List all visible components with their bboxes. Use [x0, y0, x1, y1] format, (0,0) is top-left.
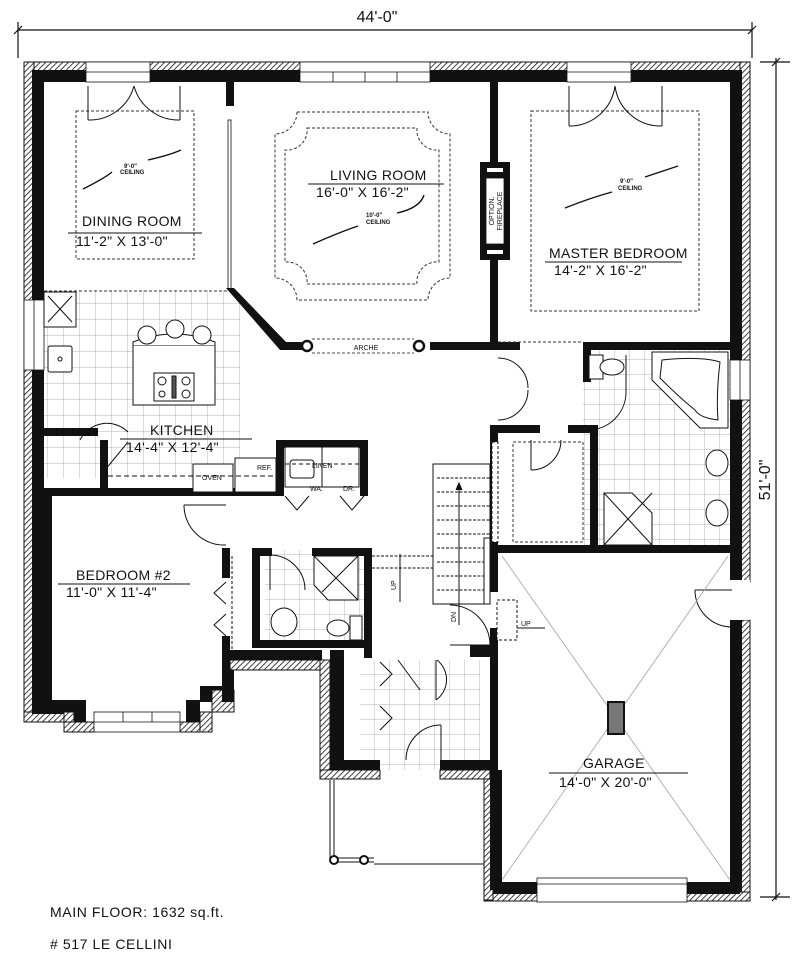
dining-room-size: 11'-2" X 13'-0" [76, 233, 168, 249]
windows [23, 61, 751, 903]
staircase [372, 463, 545, 641]
master-bedroom-size: 14'-2" X 16'-2" [554, 262, 647, 278]
ceiling-arrows [82, 149, 679, 245]
master-ceiling-height: 9'-0" [620, 179, 633, 185]
dryer-label: DR. [343, 486, 355, 493]
arche-columns [300, 339, 426, 353]
dining-room-label: DINING ROOM [82, 213, 182, 229]
width-dimension-line [13, 22, 757, 58]
living-ceiling-height: 10'-0" [366, 213, 382, 219]
front-porch [329, 780, 484, 865]
powder-room-fixtures [231, 555, 363, 650]
depth-dimension-line [760, 57, 790, 902]
dining-ceiling-height: 9'-0" [124, 164, 137, 170]
fireplace-label-line2: FIREPLACE [497, 191, 504, 230]
arche-label: ARCHE [354, 345, 379, 352]
master-ceiling-label: CEILING [618, 186, 643, 192]
dining-ceiling-label: CEILING [120, 170, 145, 176]
living-room-label: LIVING ROOM [330, 167, 427, 183]
kitchen-size: 14'-4" X 12'-4" [126, 439, 219, 455]
main-floor-area: MAIN FLOOR: 1632 sq.ft. [50, 904, 225, 920]
linen-label: LINEN [312, 463, 333, 470]
master-bath-fixtures [491, 351, 729, 546]
master-bedroom-label: MASTER BEDROOM [549, 245, 688, 261]
fireplace [480, 162, 510, 260]
kitchen-label: KITCHEN [150, 422, 214, 438]
ceiling-outlines [44, 110, 700, 543]
bedroom-2-label: BEDROOM #2 [76, 567, 171, 583]
bedroom-2-size: 11'-0" X 11'-4" [66, 584, 157, 600]
arche-dashed-lines [312, 338, 414, 354]
stair-down-label: DN [451, 612, 458, 622]
washer-label: WA. [310, 486, 323, 493]
oven-label: OVEN [202, 475, 222, 482]
door-swings [79, 85, 733, 761]
garage-label: GARAGE [583, 755, 645, 771]
garage-column [607, 701, 625, 735]
overall-depth-label: 51'-0" [757, 460, 774, 501]
garage-size: 14'-0" X 20'-0" [559, 774, 652, 790]
fireplace-label-line1: OPTION. [489, 197, 496, 226]
laundry-fixtures [284, 446, 360, 488]
overall-width-label: 44'-0" [357, 9, 398, 26]
plan-model-number: # 517 LE CELLINI [50, 936, 173, 952]
living-room-size: 16'-0" X 16'-2" [316, 184, 409, 200]
hall-up-label: UP [391, 580, 398, 590]
ref-label: REF. [257, 465, 272, 472]
garage-up-label: UP [521, 621, 531, 628]
kitchen-fixtures [43, 291, 277, 493]
living-ceiling-label: CEILING [366, 220, 391, 226]
